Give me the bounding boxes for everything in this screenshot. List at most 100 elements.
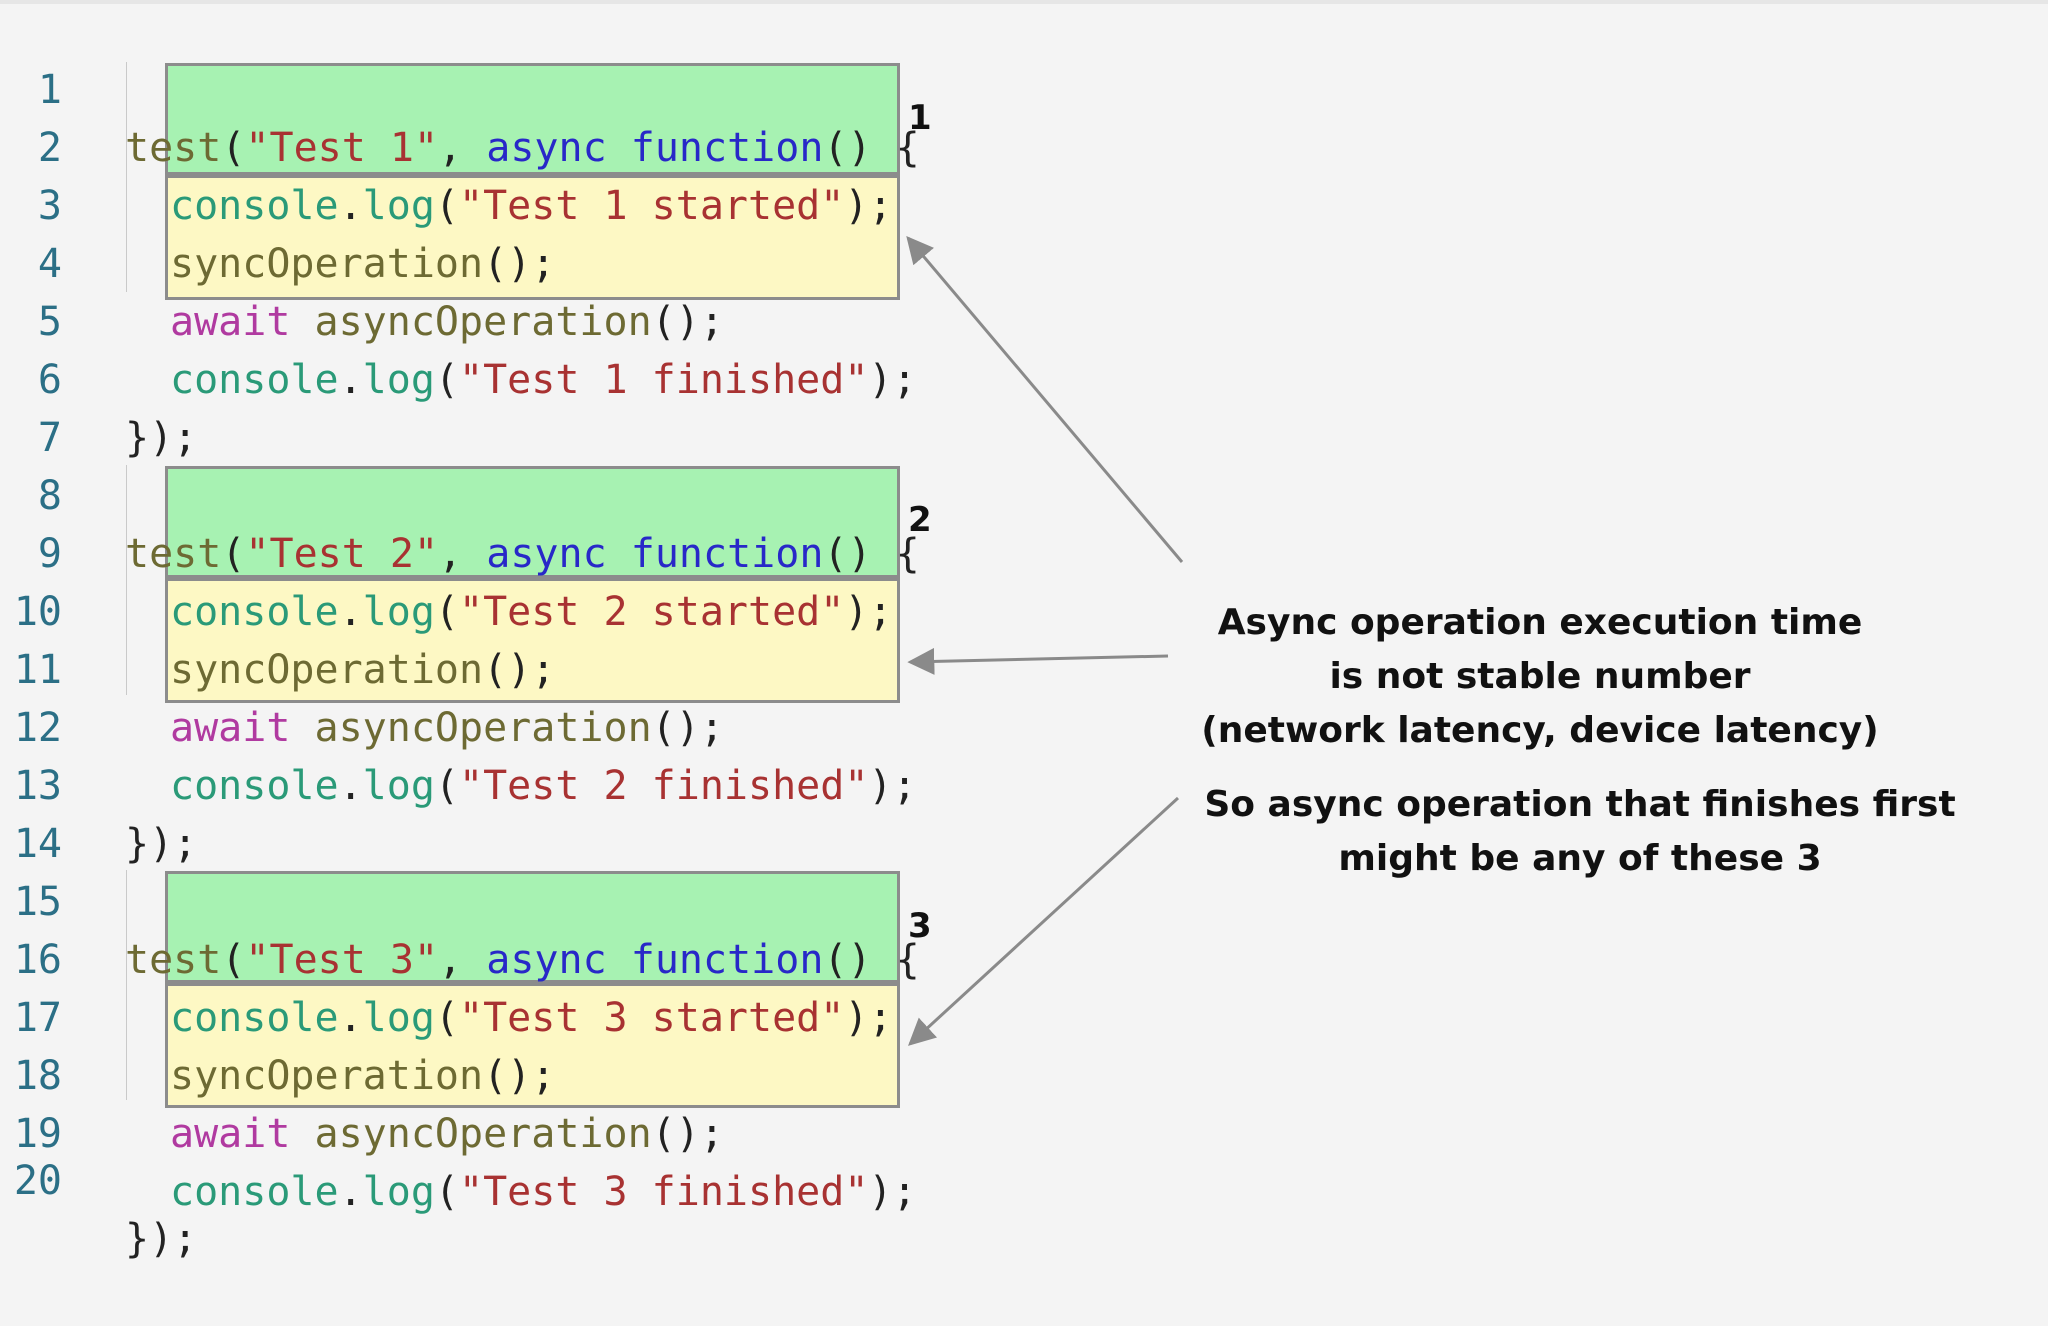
token-method: log <box>362 995 435 1041</box>
block-label-2: 2 <box>908 500 932 540</box>
token-object: console <box>170 763 339 809</box>
code-line: 17 syncOperation(); <box>0 931 960 1099</box>
token-punctuation: ); <box>868 763 917 809</box>
line-content: }); <box>125 415 198 461</box>
token-punctuation: ( <box>434 1169 460 1215</box>
token-keyword: async <box>486 937 607 983</box>
token-string: "Test 1 started" <box>459 183 845 229</box>
line-number: 3 <box>37 183 62 229</box>
line-content: console.log("Test 1 finished"); <box>170 351 917 409</box>
line-content: syncOperation(); <box>170 1047 555 1105</box>
token-punctuation: (); <box>483 241 556 287</box>
code-line: 15 test("Test 3", async function() { <box>0 815 960 983</box>
token-punctuation: , <box>438 937 487 983</box>
token-punctuation: ); <box>868 357 917 403</box>
token-method: log <box>362 183 435 229</box>
token-punctuation: . <box>338 357 363 403</box>
top-divider <box>0 0 2048 4</box>
code-line: 4 await asyncOperation(); <box>0 177 960 345</box>
annotation-line: So async operation that finishes first <box>1204 784 1956 825</box>
line-number: 2 <box>37 125 62 171</box>
token-punctuation: . <box>338 995 363 1041</box>
async-block-3 <box>165 983 900 1108</box>
code-line: 8 test("Test 2", async function() { <box>0 409 960 577</box>
token-string: "Test 2" <box>245 531 439 577</box>
line-number: 5 <box>37 299 62 345</box>
code-line: 7 <box>0 351 960 461</box>
token-punctuation: . <box>338 589 363 635</box>
code-line: 13 }); <box>0 699 960 867</box>
token-punctuation: , <box>438 531 487 577</box>
token-string: "Test 1 finished" <box>459 357 869 403</box>
line-number: 8 <box>37 473 62 519</box>
token-punctuation: ); <box>868 1169 917 1215</box>
token-call: asyncOperation <box>290 1111 652 1157</box>
token-string: "Test 2 finished" <box>459 763 869 809</box>
code-line: 1 test("Test 1", async function() { <box>0 3 960 171</box>
token-object: console <box>170 1169 339 1215</box>
annotation-line: is not stable number <box>1329 656 1751 697</box>
async-block-1 <box>165 175 900 300</box>
sync-block-2 <box>165 466 900 578</box>
line-content: console.log("Test 3 started"); <box>170 989 893 1047</box>
token-function-name: test <box>125 125 222 171</box>
async-block-2 <box>165 578 900 703</box>
code-line: 18 await asyncOperation(); <box>0 989 960 1157</box>
indent-guide-1 <box>126 62 127 292</box>
code-line: 5 console.log("Test 1 finished"); <box>0 235 960 403</box>
line-content: }); <box>125 821 198 867</box>
line-content: syncOperation(); <box>170 641 555 699</box>
token-object: console <box>170 589 339 635</box>
token-punctuation: (); <box>483 1053 556 1099</box>
arrow-to-block-1 <box>906 235 1184 563</box>
block-label-3: 3 <box>908 906 932 946</box>
code-line: 12 console.log("Test 2 finished"); <box>0 641 960 809</box>
line-content: }); <box>125 1216 198 1262</box>
token-string: "Test 3 started" <box>459 995 845 1041</box>
line-content: console.log("Test 2 started"); <box>170 583 893 641</box>
token-punctuation: (); <box>483 647 556 693</box>
token-punctuation: ( <box>221 937 246 983</box>
line-number: 18 <box>13 1053 62 1099</box>
token-call: syncOperation <box>170 647 484 693</box>
token-punctuation: ( <box>434 183 460 229</box>
indent-guide-2 <box>126 465 127 695</box>
token-keyword: function <box>630 125 824 171</box>
line-content: await asyncOperation(); <box>170 293 724 351</box>
token-punctuation: ( <box>434 589 460 635</box>
code-line: 10 syncOperation(); <box>0 525 960 693</box>
token-punctuation: (); <box>651 705 724 751</box>
token-method: log <box>362 357 435 403</box>
token-punctuation: ( <box>221 531 246 577</box>
token-punctuation: , <box>438 125 487 171</box>
code-line: 3 syncOperation(); <box>0 119 960 287</box>
block-label-1: 1 <box>908 98 932 138</box>
line-number: 15 <box>13 879 62 925</box>
token-keyword: async <box>486 125 607 171</box>
line-number: 16 <box>13 937 62 983</box>
token-punctuation: (); <box>651 1111 724 1157</box>
token-punctuation: () { <box>823 937 920 983</box>
annotation-conclusion: So async operation that finishes first m… <box>1160 778 2000 886</box>
line-content: syncOperation(); <box>170 235 555 293</box>
annotation-line: Async operation execution time <box>1217 602 1863 643</box>
line-content: console.log("Test 2 finished"); <box>170 757 917 815</box>
token-await: await <box>170 1111 291 1157</box>
line-number: 10 <box>13 589 62 635</box>
line-number: 6 <box>37 357 62 403</box>
token-punctuation: () { <box>823 531 920 577</box>
line-number: 7 <box>37 415 62 461</box>
line-number: 20 <box>13 1158 62 1204</box>
token-await: await <box>170 705 291 751</box>
code-line: 14 <box>0 757 960 867</box>
line-number: 14 <box>13 821 62 867</box>
token-punctuation: ); <box>844 183 893 229</box>
annotation-line: might be any of these 3 <box>1338 838 1822 879</box>
line-number: 12 <box>13 705 62 751</box>
arrow-to-block-3 <box>908 796 1180 1046</box>
token-keyword: function <box>630 531 824 577</box>
token-punctuation: ( <box>434 995 460 1041</box>
line-content: test("Test 3", async function() { <box>125 931 920 989</box>
line-number: 19 <box>13 1111 62 1157</box>
line-content: test("Test 1", async function() { <box>125 119 920 177</box>
